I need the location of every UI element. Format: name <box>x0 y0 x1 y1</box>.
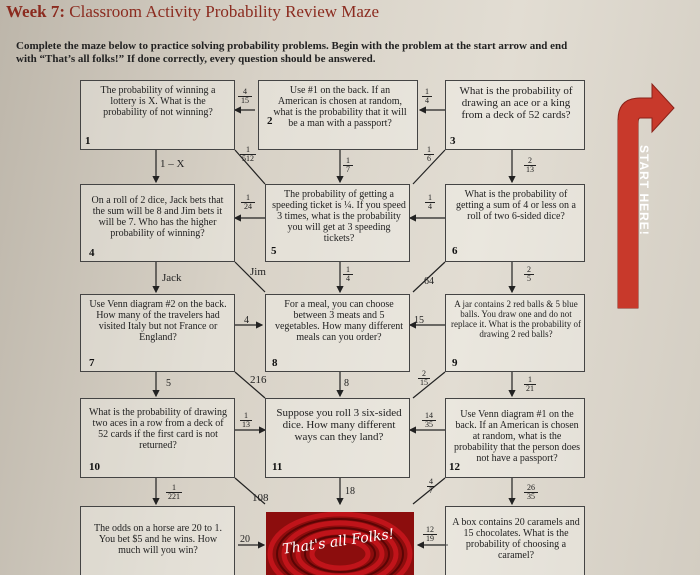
answer-jim: Jim <box>250 266 266 278</box>
answer-64: 64 <box>424 276 434 287</box>
maze-box-7: Use Venn diagram #2 on the back. How man… <box>80 294 235 372</box>
box-12-question: Use Venn diagram #1 on the back. If an A… <box>453 409 581 464</box>
box-8-question: For a meal, you can choose between 3 mea… <box>274 299 404 343</box>
box-7-question: Use Venn diagram #2 on the back. How man… <box>89 299 227 343</box>
maze-box-3: What is the probability of drawing an ac… <box>445 80 585 150</box>
thats-all-folks-logo: That's all Folks! <box>266 512 414 575</box>
answer-108: 108 <box>252 492 269 504</box>
page-title: Week 7: Classroom Activity Probability R… <box>6 2 379 22</box>
maze-box-2: Use #1 on the back. If an American is ch… <box>258 80 418 150</box>
start-here-label: START HERE! <box>637 144 651 236</box>
box-9-number: 9 <box>452 357 458 369</box>
box-3-question: What is the probability of drawing an ac… <box>459 85 573 121</box>
maze-box-10: What is the probability of drawing two a… <box>80 398 235 478</box>
answer-8: 8 <box>344 378 349 389</box>
answer-18: 18 <box>345 486 355 497</box>
box-2-question: Use #1 on the back. If an American is ch… <box>273 85 407 129</box>
instructions: Complete the maze below to practice solv… <box>16 40 568 65</box>
box-5-question: The probability of getting a speeding ti… <box>272 189 406 244</box>
answer-4: 4 <box>244 315 249 326</box>
box-12-number: 12 <box>449 461 460 473</box>
title-week: Week 7: <box>6 2 66 21</box>
caramels-question: A box contains 20 caramels and 15 chocol… <box>452 517 580 561</box>
title-rest: Classroom Activity Probability Review Ma… <box>65 2 380 21</box>
maze-box-caramels: A box contains 20 caramels and 15 chocol… <box>445 506 585 575</box>
answer-20: 20 <box>240 534 250 545</box>
maze-box-11: Suppose you roll 3 six-sided dice. How m… <box>265 398 410 478</box>
box-10-number: 10 <box>89 461 100 473</box>
box-8-number: 8 <box>272 357 278 369</box>
box-6-number: 6 <box>452 245 458 257</box>
maze-box-4: On a roll of 2 dice, Jack bets that the … <box>80 184 235 262</box>
box-1-question: The probability of winning a lottery is … <box>100 85 216 118</box>
start-here-arrow <box>617 82 675 309</box>
maze-box-12: Use Venn diagram #1 on the back. If an A… <box>445 398 585 478</box>
box-9-question: A jar contains 2 red balls & 5 blue ball… <box>450 299 582 339</box>
box-2-number: 2 <box>267 115 273 127</box>
horse-odds-question: The odds on a horse are 20 to 1. You bet… <box>93 523 223 556</box>
answer-jack: Jack <box>162 272 182 284</box>
answer-1-minus-x: 1 – X <box>160 158 185 170</box>
box-4-number: 4 <box>89 247 95 259</box>
box-10-question: What is the probability of drawing two a… <box>88 407 228 451</box>
maze-box-horse-odds: The odds on a horse are 20 to 1. You bet… <box>80 506 235 575</box>
box-3-number: 3 <box>450 135 456 147</box>
box-5-number: 5 <box>271 245 277 257</box>
maze-box-8: For a meal, you can choose between 3 mea… <box>265 294 410 372</box>
box-7-number: 7 <box>89 357 95 369</box>
box-11-number: 11 <box>272 461 283 473</box>
box-1-number: 1 <box>85 135 91 147</box>
maze-box-9: A jar contains 2 red balls & 5 blue ball… <box>445 294 585 372</box>
maze-box-6: What is the probability of getting a sum… <box>445 184 585 262</box>
answer-5: 5 <box>166 378 171 389</box>
box-6-question: What is the probability of getting a sum… <box>456 189 576 222</box>
answer-15: 15 <box>414 315 424 326</box>
maze-box-1: The probability of winning a lottery is … <box>80 80 235 150</box>
box-4-question: On a roll of 2 dice, Jack bets that the … <box>91 195 224 239</box>
answer-216: 216 <box>250 374 267 386</box>
looney-rings <box>266 512 414 575</box>
box-11-question: Suppose you roll 3 six-sided dice. How m… <box>276 407 402 443</box>
maze-box-5: The probability of getting a speeding ti… <box>265 184 410 262</box>
